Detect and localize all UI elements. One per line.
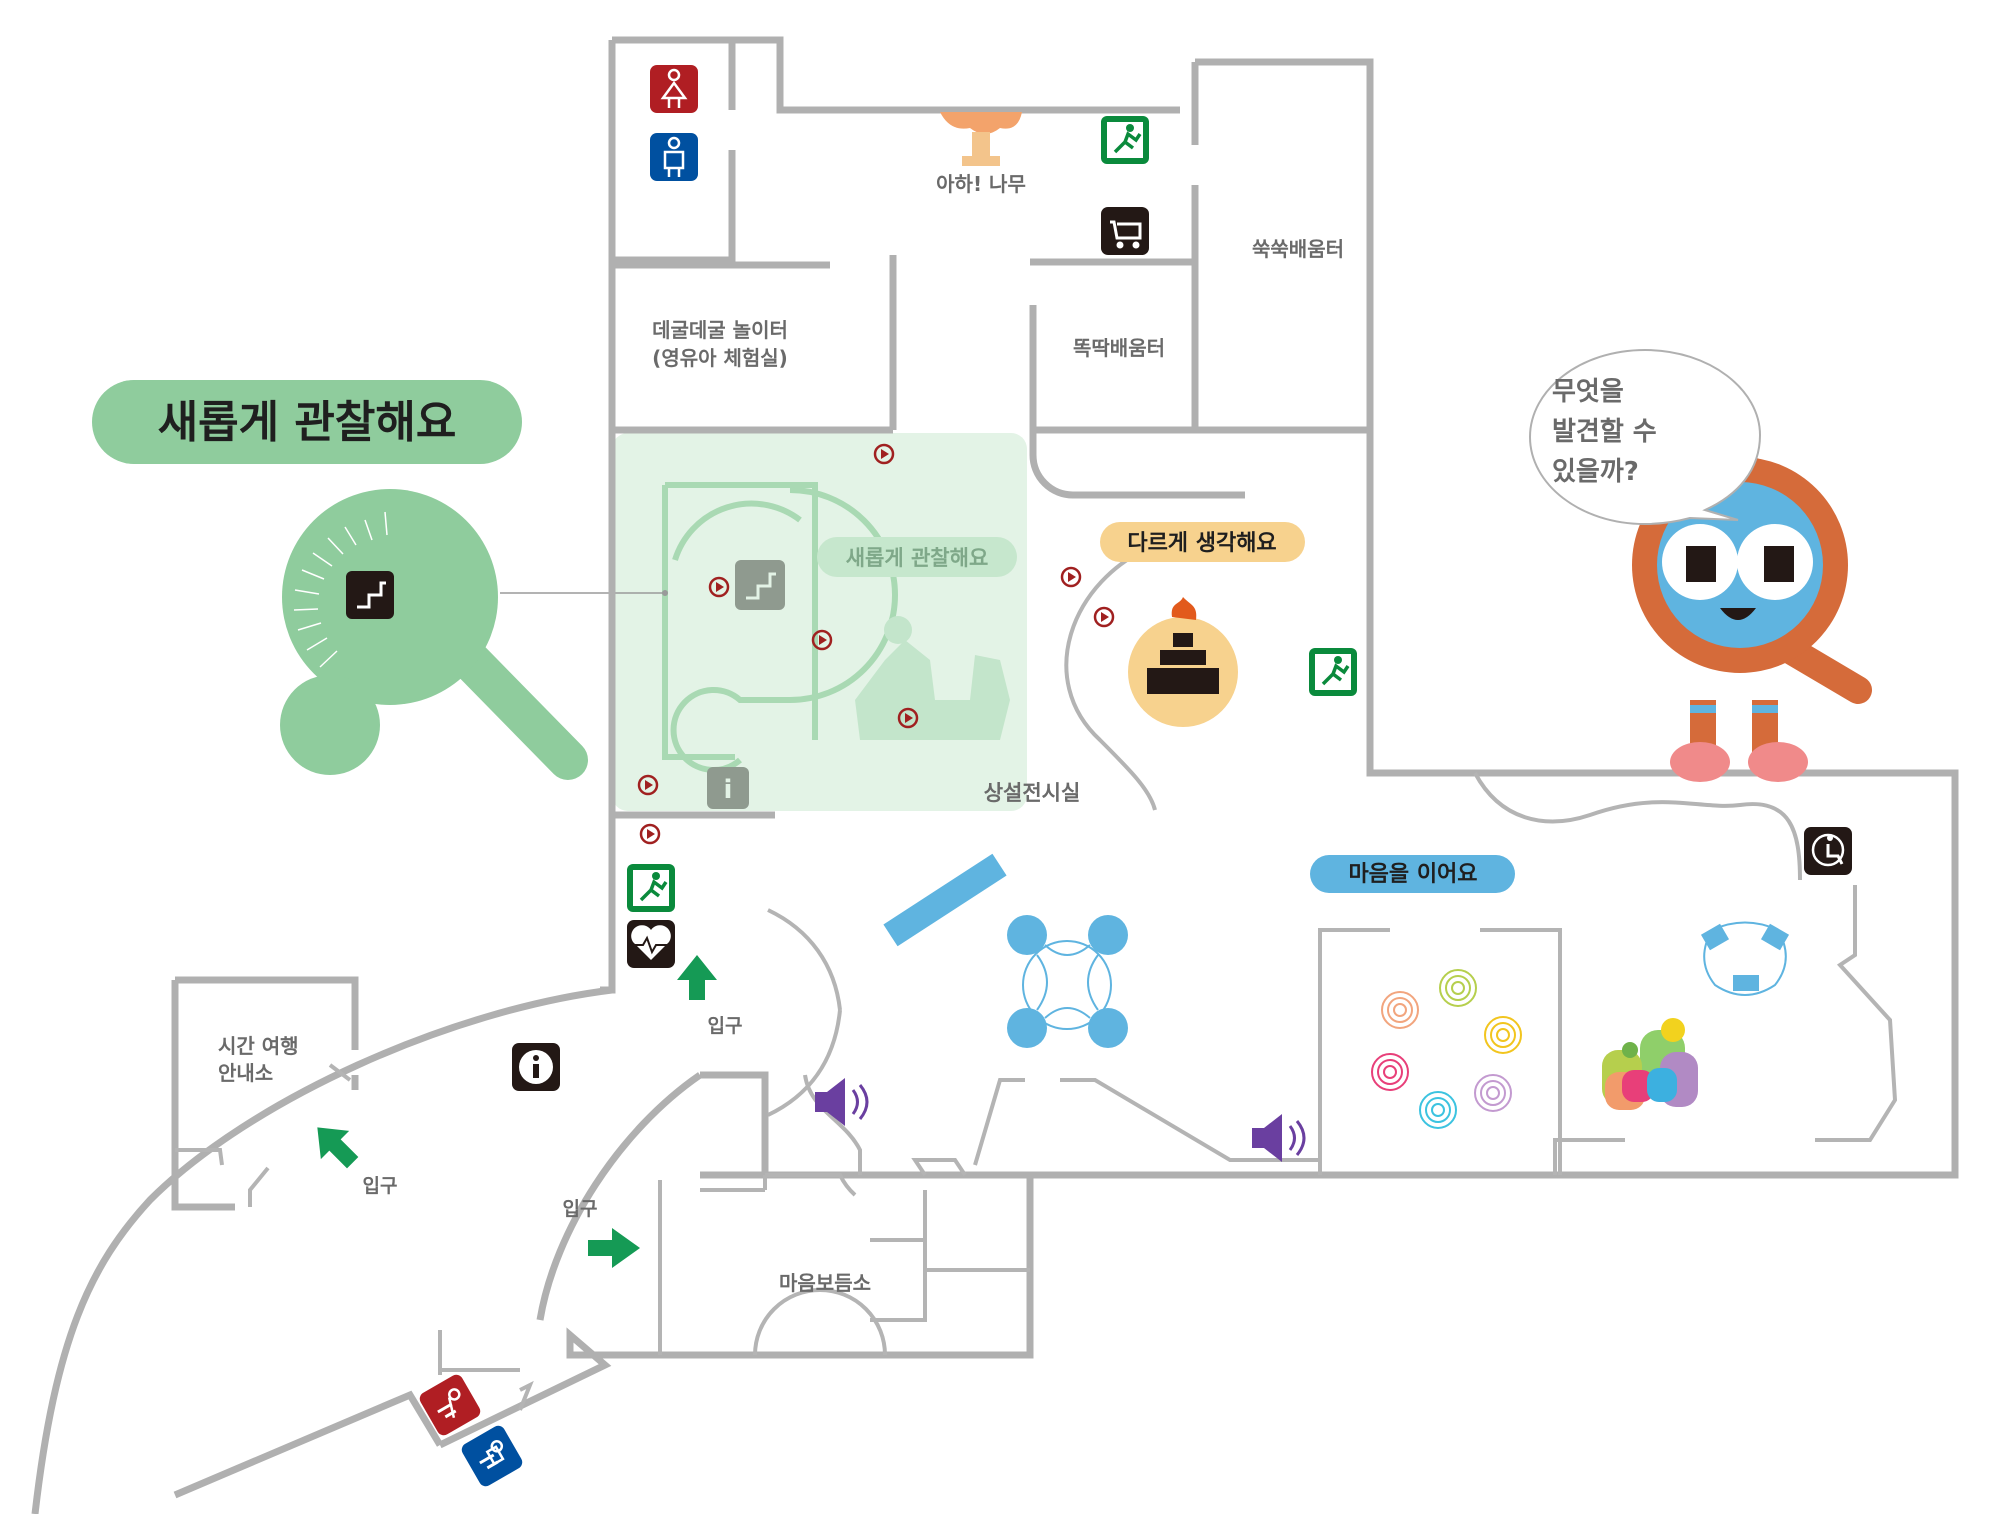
speech-line-1: 무엇을 xyxy=(1552,377,1624,407)
magnifier-handle xyxy=(450,640,588,780)
observe-title: 새롭게 관찰해요 xyxy=(158,397,457,448)
friends-exhibit xyxy=(1602,1018,1698,1110)
spiral-exhibit xyxy=(1371,969,1522,1129)
observe-title-pill[interactable]: 새롭게 관찰해요 xyxy=(92,380,522,464)
observe-inner-pill[interactable]: 새롭게 관찰해요 xyxy=(817,537,1017,577)
entrance-label: 입구 xyxy=(363,1175,398,1197)
observe-inner-title: 새롭게 관찰해요 xyxy=(846,546,989,570)
stairs-icon xyxy=(735,560,785,610)
magnifier-stairs-lines xyxy=(293,511,388,668)
think-zone[interactable]: 다르게 생각해요 xyxy=(1100,522,1305,727)
entrance-label: 입구 xyxy=(708,1015,743,1037)
audio-guide-markers xyxy=(637,443,1115,845)
mens-restroom-icon xyxy=(461,1425,523,1487)
magnifier-bubble xyxy=(280,675,380,775)
floor-walls xyxy=(31,36,1959,1514)
leader-dot xyxy=(662,590,668,596)
elevator-icon: i xyxy=(707,767,749,809)
emergency-exit-icon xyxy=(627,864,675,912)
entrance-arrow-icon xyxy=(677,955,717,1000)
speech-line-2: 발견할 수 xyxy=(1552,417,1657,447)
mens-restroom-icon xyxy=(650,133,698,181)
entrance-label: 입구 xyxy=(563,1198,598,1220)
room-degul-sublabel: (영유아 체험실) xyxy=(652,346,788,370)
think-pill xyxy=(1100,522,1305,562)
room-ssuk-label[interactable]: 쑥쑥배움터 xyxy=(1252,237,1344,261)
wheelchair-restroom-icon xyxy=(1804,827,1852,875)
information-icon[interactable] xyxy=(512,1043,560,1091)
connect-title: 마음을 이어요 xyxy=(1348,862,1477,887)
room-degul-label[interactable]: 데굴데굴 놀이터 xyxy=(652,318,788,342)
observe-zone-outline xyxy=(662,482,898,773)
stroller-icon xyxy=(1101,207,1149,255)
table-cluster-exhibit xyxy=(1007,915,1128,1048)
connect-zone[interactable]: 마음을 이어요 xyxy=(883,853,1790,1129)
interior-lines xyxy=(175,543,1898,1411)
observe-magnifier-badge[interactable] xyxy=(280,489,588,780)
speech-line-3: 있을까? xyxy=(1552,457,1639,487)
permanent-exhibit-label[interactable]: 상설전시실 xyxy=(984,781,1081,805)
womens-restroom-icon xyxy=(419,1374,481,1436)
emergency-exit-icon xyxy=(1101,116,1149,164)
emergency-exit-icon xyxy=(1309,648,1357,696)
speaker-icon xyxy=(1252,1114,1306,1162)
room-ddokddak-label[interactable]: 똑딱배움터 xyxy=(1073,336,1165,360)
entrance-arrow-icon xyxy=(317,1127,359,1169)
time-travel-label[interactable]: 시간 여행 xyxy=(218,1034,299,1058)
svg-text:i: i xyxy=(724,775,733,805)
speaker-icon xyxy=(815,1078,869,1126)
aha-tree-icon xyxy=(940,112,1022,166)
womens-restroom-icon xyxy=(650,65,698,113)
aed-icon xyxy=(627,920,675,968)
stairs-icon xyxy=(346,571,394,619)
observe-zone-statue xyxy=(855,616,1010,740)
entrance-arrow-icon xyxy=(588,1228,640,1268)
maeum-center-label[interactable]: 마음보듬소 xyxy=(779,1271,871,1295)
pyramid-icon xyxy=(1147,633,1219,694)
beam-exhibit xyxy=(883,853,1007,947)
speech-bubble: 무엇을 발견할 수 있을까? xyxy=(1528,348,1762,526)
triangle-seat-exhibit xyxy=(1700,921,1790,996)
mascot-magnifier xyxy=(1632,457,1872,782)
flame-icon xyxy=(1171,597,1197,620)
observe-zone[interactable]: 새롭게 관찰해요 새롭게 관찰해요 i xyxy=(92,380,1027,811)
think-title: 다르게 생각해요 xyxy=(1127,531,1276,556)
connect-pill xyxy=(1310,855,1515,893)
time-travel-sublabel: 안내소 xyxy=(218,1061,273,1085)
tree-label: 아하! 나무 xyxy=(936,172,1026,196)
